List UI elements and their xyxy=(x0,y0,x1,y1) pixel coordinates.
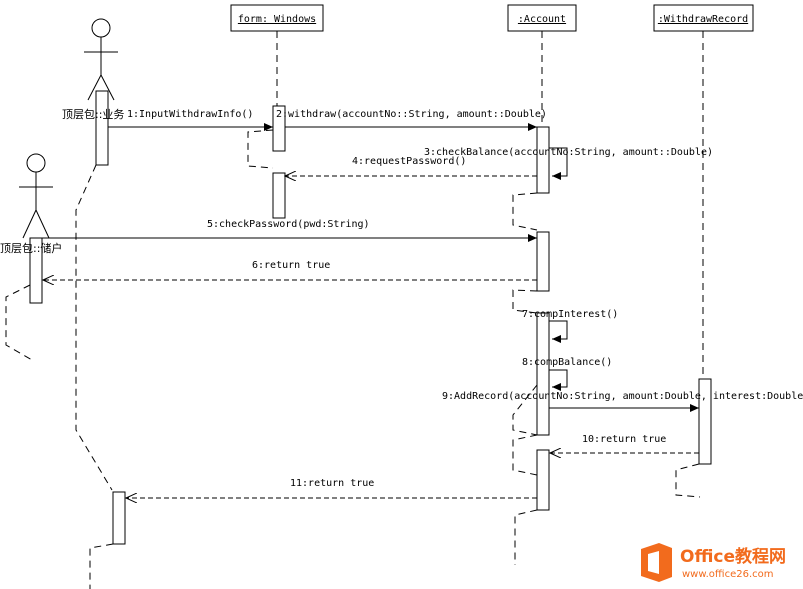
customer-lifeline xyxy=(5,284,33,361)
message-11-label: 11:return true xyxy=(290,478,374,489)
windows-activation-1 xyxy=(272,105,286,152)
customer-actor xyxy=(19,153,53,239)
windows-object-label: form: Windows xyxy=(238,14,316,25)
withdraw-record-object-box xyxy=(653,4,754,32)
account-activation-2 xyxy=(536,231,550,292)
message-6-label: 6:return true xyxy=(252,260,330,271)
message-10-label: 10:return true xyxy=(582,434,666,445)
account-object-label: :Account xyxy=(518,14,566,25)
message-8-label: 8:compBalance() xyxy=(522,357,612,368)
account-activation-4 xyxy=(536,449,550,511)
business-actor xyxy=(84,18,118,101)
message-4-label: 4:requestPassword() xyxy=(352,156,466,167)
account-activation-3 xyxy=(536,312,550,436)
business-activation-1 xyxy=(95,90,109,166)
customer-activation xyxy=(29,237,43,304)
withdraw-record-activation xyxy=(698,378,712,465)
customer-actor-label: 顶层包::储户 xyxy=(0,241,62,255)
office26-watermark: Office教程网 www.office26.com xyxy=(641,543,786,582)
message-8-arrow xyxy=(549,369,568,391)
office-logo-icon xyxy=(641,543,672,582)
watermark-brand: Office教程网 xyxy=(680,546,786,567)
message-3-label: 3:checkBalance(accountNo:String, amount:… xyxy=(424,147,713,158)
windows-activation-2 xyxy=(272,172,286,219)
account-activation-1 xyxy=(536,126,550,194)
business-activation-2 xyxy=(112,491,126,545)
actor-head-icon xyxy=(91,18,111,38)
actor-head-icon xyxy=(26,153,46,173)
business-lifeline xyxy=(75,164,113,491)
withdraw-record-object-label: :WithdrawRecord xyxy=(658,14,748,25)
message-7-arrow xyxy=(549,320,568,343)
message-3-arrow xyxy=(549,147,568,180)
message-5-label: 5:checkPassword(pwd:String) xyxy=(207,219,370,230)
message-7-label: 7:compInterest() xyxy=(522,309,618,320)
message-1-label: 1:InputWithdrawInfo() xyxy=(127,109,253,120)
message-2-label: 2:withdraw(accountNo::String, amount::Do… xyxy=(276,109,547,120)
windows-object-box xyxy=(230,4,324,32)
message-9-label: 9:AddRecord(accountNo:String, amount:Dou… xyxy=(442,391,803,402)
business-actor-label: 顶层包::业务 xyxy=(62,108,124,121)
watermark-url: www.office26.com xyxy=(682,569,774,580)
